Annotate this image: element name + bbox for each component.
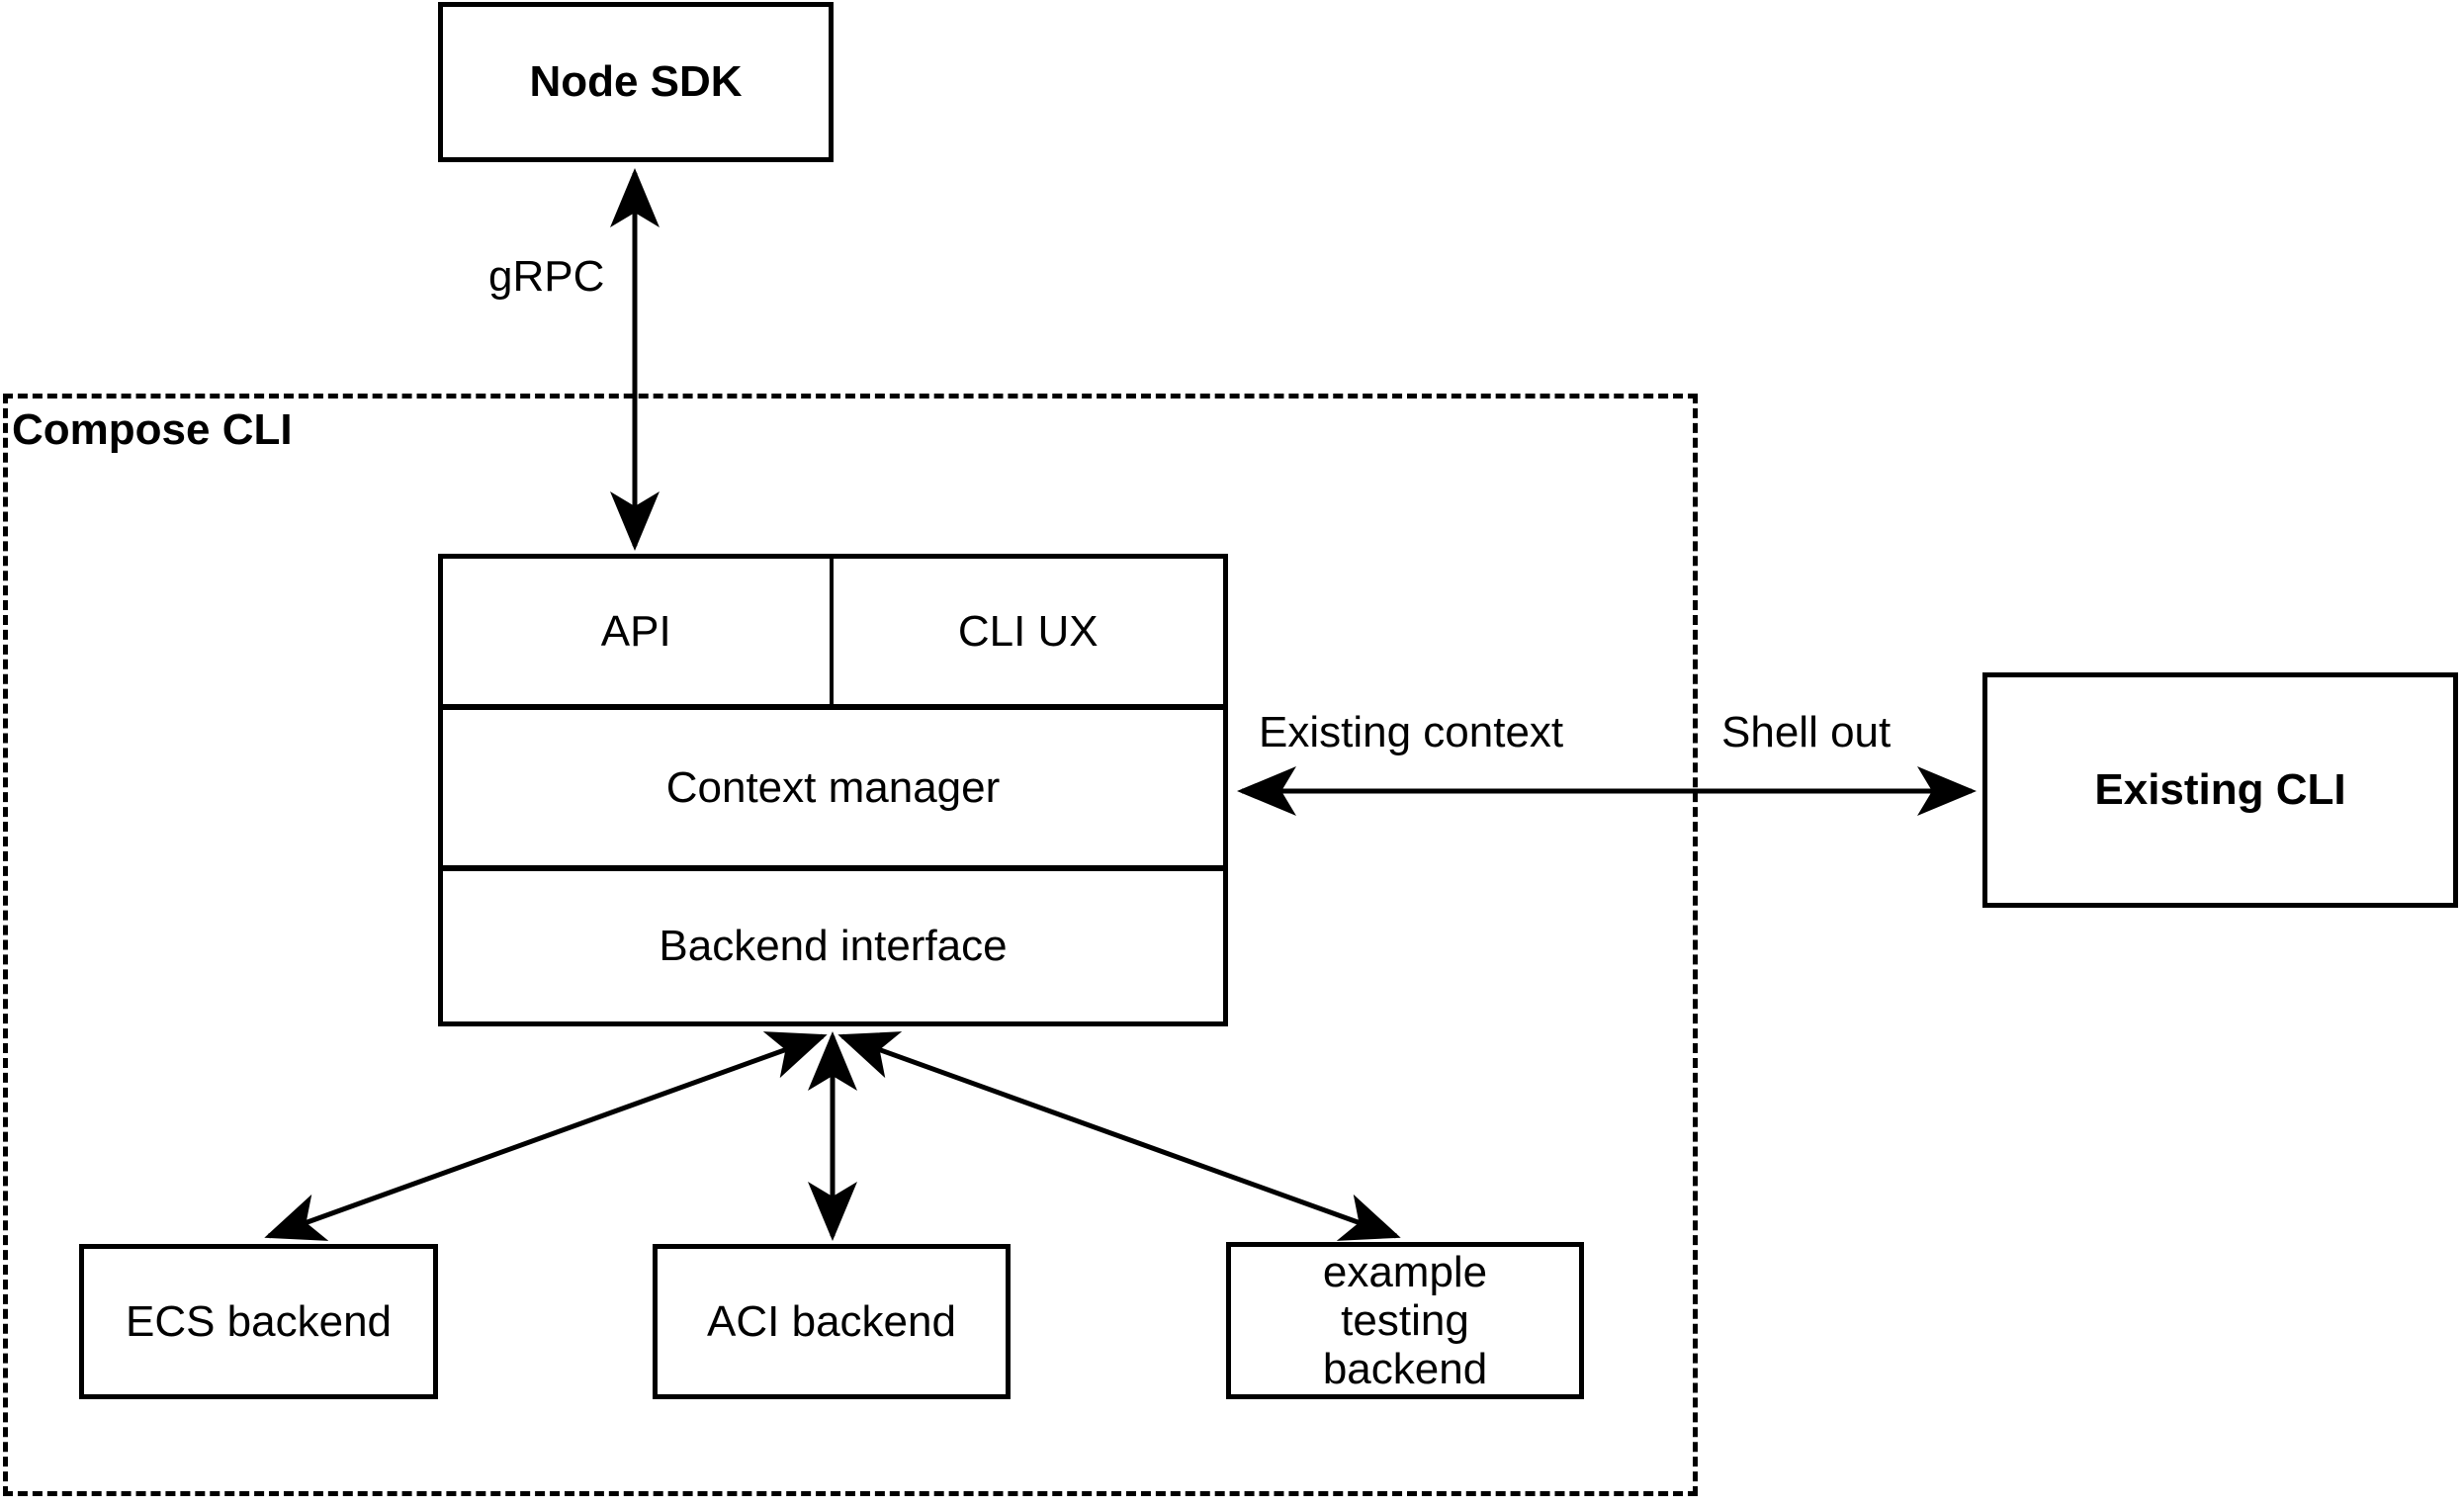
- existing-cli-box[interactable]: Existing CLI: [1982, 672, 2458, 908]
- edge-label-shell-out: Shell out: [1721, 708, 1892, 756]
- cli-ux-label: CLI UX: [957, 606, 1099, 656]
- compose-cli-group-label: Compose CLI: [12, 405, 293, 454]
- compose-cli-group: [3, 394, 1698, 1496]
- ecs-backend-box[interactable]: ECS backend: [79, 1244, 438, 1399]
- api-cell[interactable]: API: [443, 559, 834, 704]
- context-manager-row[interactable]: Context manager: [438, 705, 1228, 870]
- aci-backend-box[interactable]: ACI backend: [653, 1244, 1011, 1399]
- context-manager-label: Context manager: [665, 762, 1001, 812]
- api-label: API: [600, 606, 671, 656]
- cli-ux-cell[interactable]: CLI UX: [833, 559, 1223, 704]
- example-testing-backend-box[interactable]: example testing backend: [1226, 1242, 1584, 1399]
- existing-cli-label: Existing CLI: [2094, 765, 2346, 815]
- aci-backend-label: ACI backend: [707, 1296, 956, 1346]
- edge-backend-to-ecs: [264, 1031, 828, 1241]
- backend-interface-label: Backend interface: [659, 922, 1008, 971]
- edge-backend-to-example-testing: [837, 1031, 1401, 1241]
- edge-label-grpc: gRPC: [488, 252, 605, 301]
- example-testing-backend-label: example testing backend: [1322, 1247, 1488, 1394]
- compose-cli-core-stack: API CLI UX Context manager Backend inter…: [438, 554, 1228, 1026]
- backend-interface-row[interactable]: Backend interface: [438, 866, 1228, 1026]
- ecs-backend-label: ECS backend: [125, 1296, 393, 1346]
- node-sdk-box[interactable]: Node SDK: [438, 2, 834, 162]
- edge-label-existing-context: Existing context: [1259, 708, 1564, 756]
- node-sdk-label: Node SDK: [529, 57, 743, 107]
- api-cliux-row: API CLI UX: [438, 554, 1228, 709]
